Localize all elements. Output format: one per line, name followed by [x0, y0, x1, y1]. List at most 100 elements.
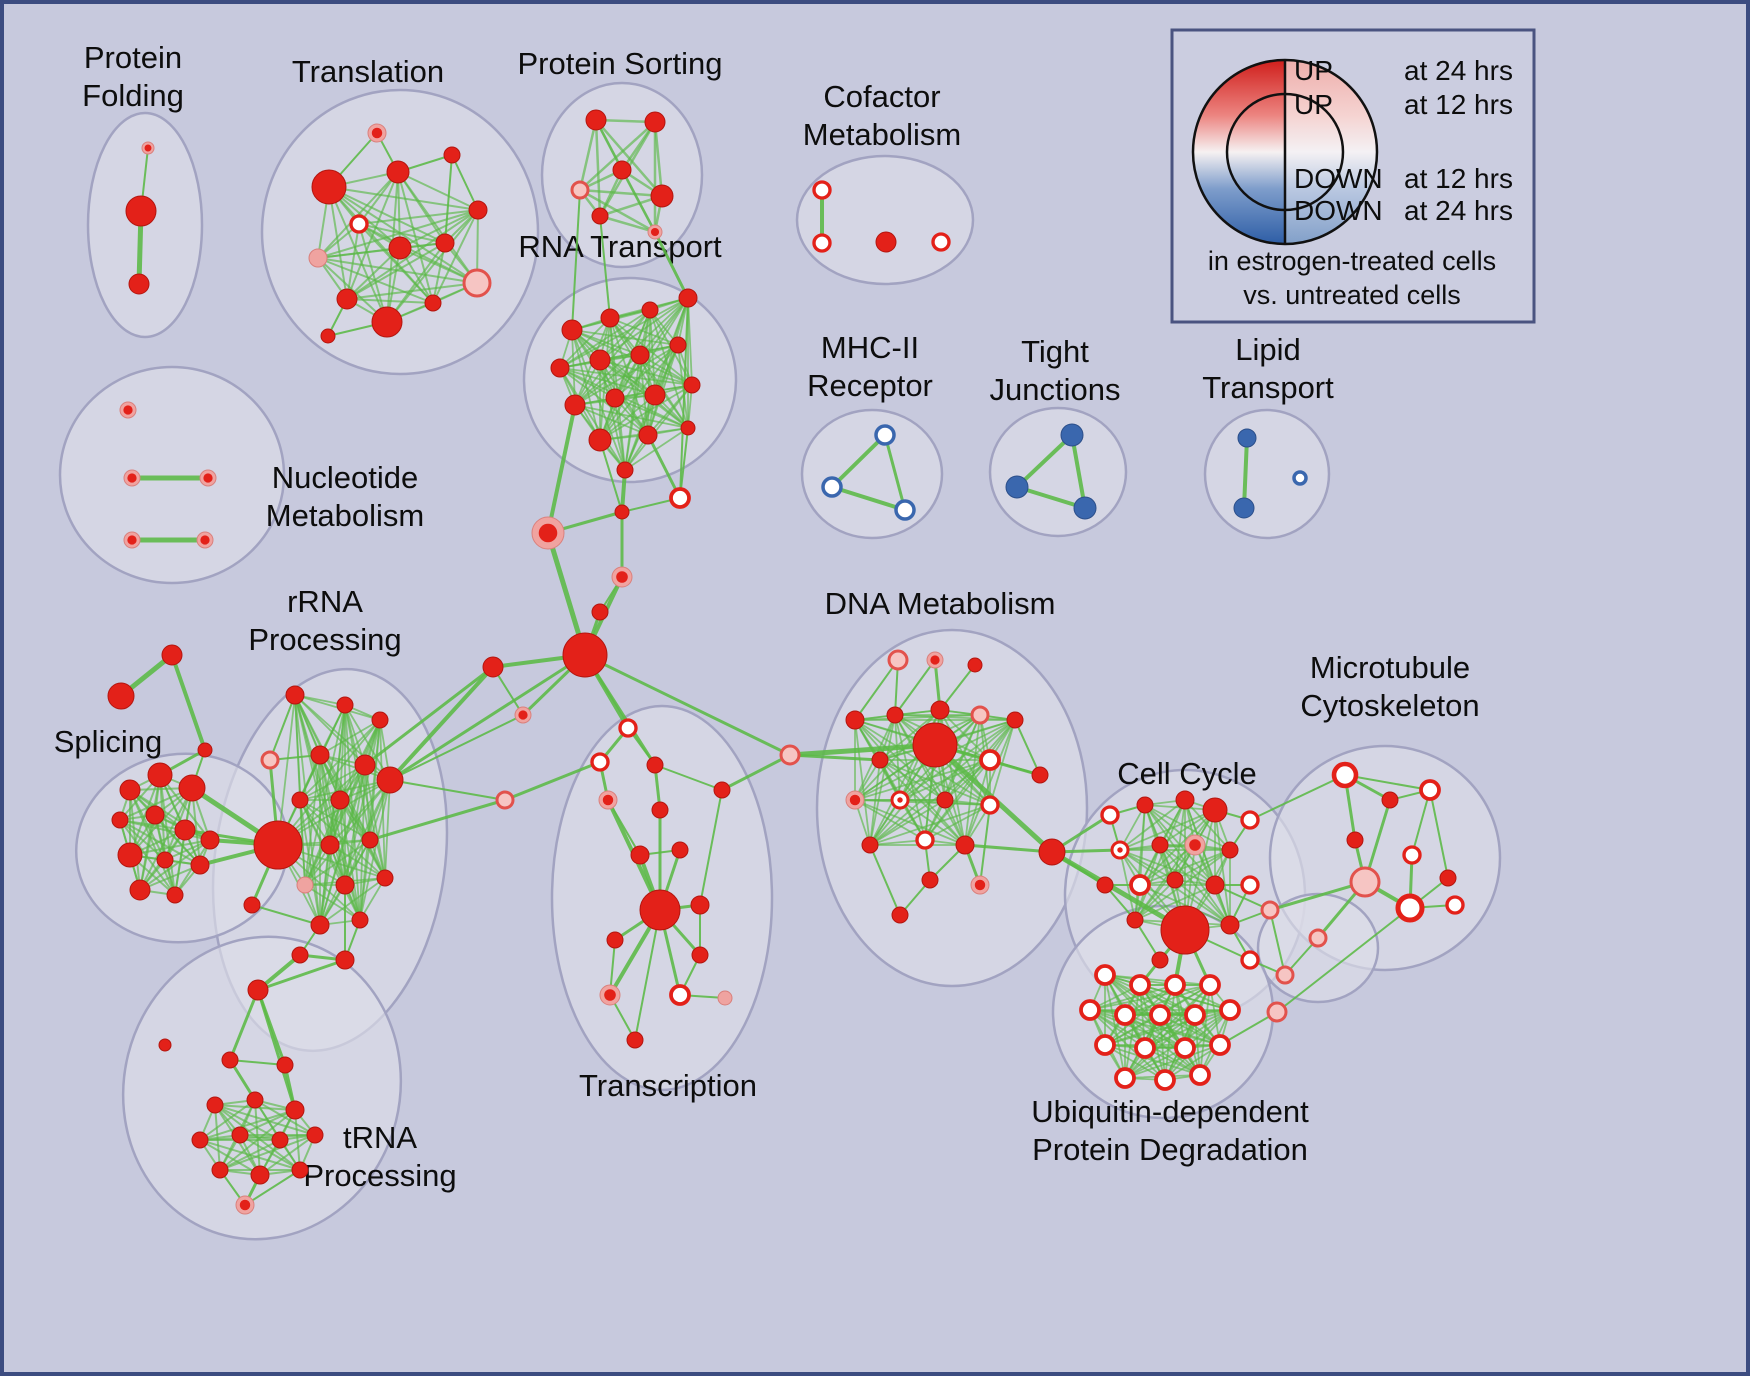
node-r3	[371, 711, 389, 729]
node-d15	[980, 795, 1000, 815]
network-edge	[559, 297, 689, 369]
node-e18	[1151, 951, 1169, 969]
network-edge	[1344, 774, 1431, 791]
node-e13	[1205, 875, 1225, 895]
node-e15	[1126, 911, 1144, 929]
node-hub0	[531, 516, 565, 550]
node-r15	[310, 915, 330, 935]
node-d17	[861, 836, 879, 854]
node-u7	[1149, 1004, 1171, 1026]
node-t11	[336, 288, 358, 310]
network-edge	[653, 230, 690, 300]
node-r11	[361, 831, 379, 849]
network-edge	[339, 799, 361, 921]
node-x12	[599, 984, 621, 1006]
network-edge	[1070, 433, 1087, 510]
node-cc2	[514, 706, 532, 724]
legend-time-0: at 24 hrs	[1404, 55, 1513, 86]
edges-layer	[118, 118, 1456, 1207]
node-e7	[1151, 836, 1169, 854]
node-d8	[1006, 711, 1024, 729]
node-ehub	[1160, 905, 1210, 955]
node-s2	[147, 762, 173, 788]
network-edge	[649, 309, 689, 429]
node-r18	[335, 950, 355, 970]
network-edge	[389, 779, 506, 801]
cluster-ellipse-nucleotide-metabolism	[58, 365, 286, 585]
node-m6	[1402, 845, 1422, 865]
network-edge	[599, 309, 651, 361]
network-edge	[578, 118, 598, 192]
node-u9	[1219, 999, 1241, 1021]
network-edge	[1089, 984, 1176, 1011]
network-edge	[1249, 774, 1346, 821]
node-u11	[1134, 1037, 1156, 1059]
node-t3	[386, 160, 410, 184]
node-tr6	[246, 1091, 264, 1109]
node-m1	[1331, 761, 1359, 789]
node-rt13	[588, 428, 612, 452]
network-edge	[1219, 1011, 1278, 1046]
network-edge	[634, 909, 661, 1041]
cluster-label-splicing: Splicing	[54, 724, 163, 759]
node-e2	[1136, 796, 1154, 814]
node-d11	[1031, 766, 1049, 784]
node-rt8	[669, 336, 687, 354]
node-s9	[190, 855, 210, 875]
node-ps3	[570, 180, 590, 200]
node-u14	[1114, 1067, 1136, 1089]
network-edge	[346, 242, 446, 300]
network-edge	[199, 1099, 256, 1141]
network-edge	[399, 209, 479, 249]
node-u4	[1199, 974, 1221, 996]
node-tr5	[206, 1096, 224, 1114]
node-e12	[1166, 871, 1184, 889]
node-tj2	[1005, 475, 1029, 499]
node-s4	[111, 811, 129, 829]
node-n5	[196, 531, 214, 549]
cluster-ellipse-tight-junctions	[988, 406, 1128, 538]
node-pf2	[125, 195, 157, 227]
network-edge	[129, 839, 211, 856]
node-lt2	[1233, 497, 1255, 519]
node-d12	[845, 790, 865, 810]
network-edge	[963, 843, 1054, 854]
network-edge	[1134, 884, 1216, 921]
network-edge	[869, 759, 881, 846]
network-edge	[299, 799, 321, 926]
network-edge	[578, 188, 664, 198]
node-lt1	[1237, 428, 1257, 448]
node-dhub	[912, 722, 958, 768]
node-d4	[845, 710, 865, 730]
legend-time-3: at 24 hrs	[1404, 195, 1513, 226]
network-edge	[1429, 789, 1449, 879]
node-d19	[921, 871, 939, 889]
network-edge	[899, 799, 966, 846]
node-e20	[1275, 965, 1295, 985]
network-edge	[294, 1109, 301, 1171]
network-edge	[1015, 433, 1074, 489]
node-x9	[690, 895, 710, 915]
node-rt9	[564, 394, 586, 416]
node-rt11	[644, 384, 666, 406]
node-r16	[351, 911, 369, 929]
node-e3	[1175, 790, 1195, 810]
network-edge	[328, 186, 479, 211]
cluster-ellipse-mhc-ii-receptor	[800, 408, 944, 540]
network-edge	[869, 714, 896, 846]
node-u6	[1114, 1004, 1136, 1026]
network-edge	[346, 298, 434, 304]
network-edge	[444, 154, 453, 244]
network-edge	[251, 904, 321, 926]
node-m8	[1395, 893, 1425, 923]
network-edge	[1214, 884, 1271, 911]
network-edge	[1139, 849, 1231, 886]
network-edge	[1104, 974, 1211, 986]
legend-direction-1: UP	[1294, 89, 1333, 120]
network-edge	[317, 257, 434, 304]
